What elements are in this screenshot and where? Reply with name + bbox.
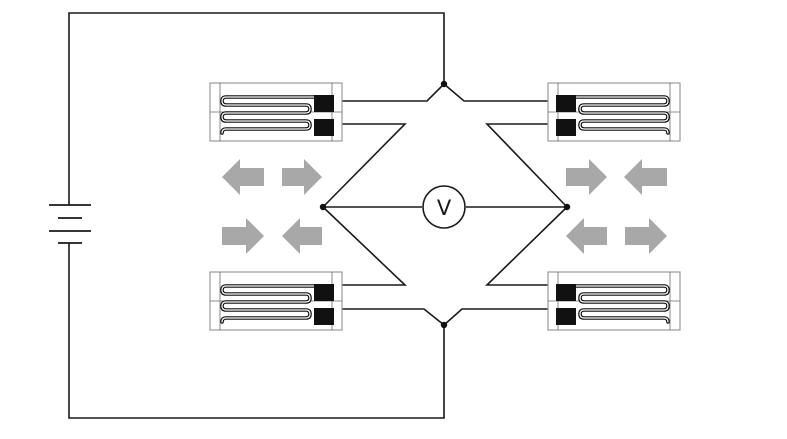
bridge-wire-left-lower	[322, 206, 408, 286]
arrow-icon-left-lower-left	[222, 218, 264, 254]
arrow-icon-left-lower-right	[282, 218, 322, 254]
junction-right	[563, 203, 571, 211]
voltmeter-label: V	[437, 196, 452, 220]
junction-left	[319, 203, 327, 211]
junction-bottom	[440, 321, 448, 329]
supply-wire-bottom	[68, 243, 445, 419]
arrow-icon-right-upper-right	[624, 159, 667, 195]
bridge-wire-right-lower	[485, 206, 568, 286]
battery-icon	[49, 204, 91, 244]
arrow-icon-right-upper-left	[566, 159, 607, 195]
bridge-wire-bottom-right	[443, 308, 548, 326]
bridge-wire-top-left	[339, 83, 445, 102]
junction-top	[440, 80, 448, 88]
bridge-wire-top-right	[443, 83, 548, 102]
arrow-icon-left-upper-left	[222, 159, 264, 195]
supply-wire-top	[68, 12, 445, 205]
strain-gauge-icon-top-left	[208, 81, 344, 143]
voltmeter-icon: V	[422, 185, 466, 229]
strain-gauge-icon-bottom-right	[546, 270, 682, 332]
arrow-icon-right-lower-right	[625, 218, 667, 254]
strain-gauge-icon-top-right	[546, 81, 682, 143]
bridge-wire-bottom-left	[339, 308, 445, 326]
arrow-icon-right-lower-left	[566, 218, 607, 254]
arrow-icon-left-upper-right	[282, 159, 322, 195]
bridge-wire-left-upper	[322, 123, 407, 208]
bridge-wire-right-upper	[485, 123, 568, 208]
strain-gauge-icon-bottom-left	[208, 270, 344, 332]
